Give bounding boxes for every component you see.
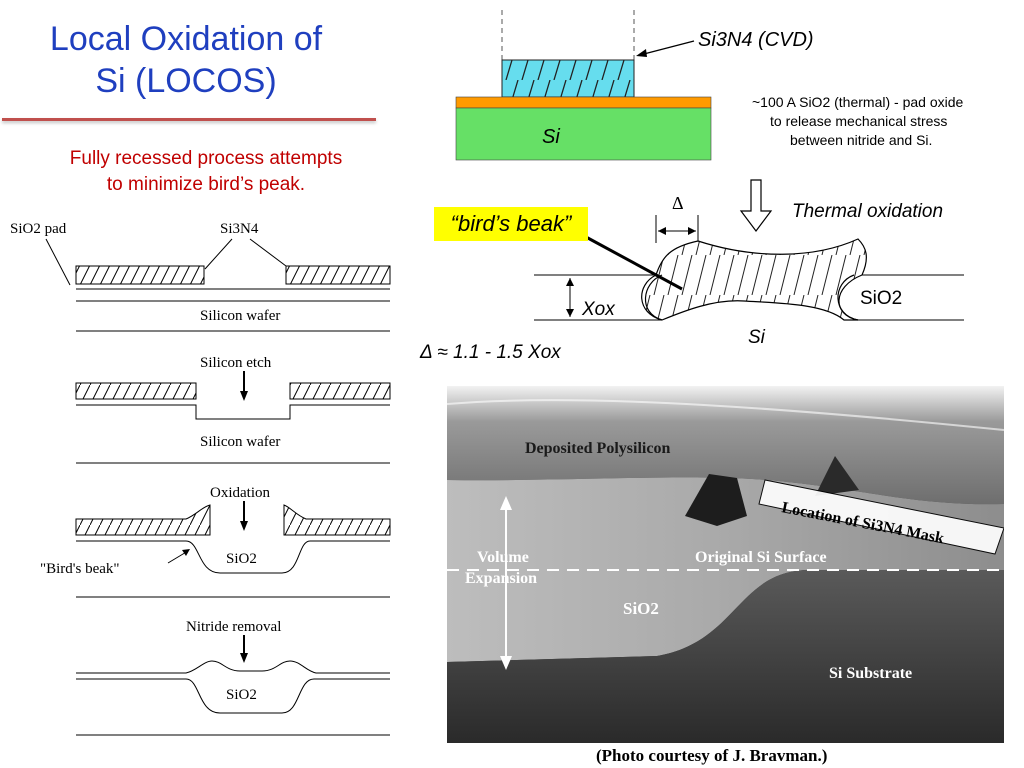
nitride-label: Si3N4 (CVD) xyxy=(698,29,814,51)
nitride-stack-diagram: Si Si3N4 (CVD) ~100 A SiO2 (thermal) - p… xyxy=(455,10,963,161)
pad-oxide-note-1: ~100 A SiO2 (thermal) - pad oxide xyxy=(752,94,963,110)
step2-wafer-label: Silicon wafer xyxy=(200,434,280,450)
nitride-layer xyxy=(501,59,635,98)
down-arrow-icon xyxy=(739,179,773,232)
step-nitride-removal-label: Nitride removal xyxy=(186,619,281,635)
sio2-label-a: SiO2 xyxy=(226,551,257,567)
birds-beak-callout: “bird’s beak” xyxy=(434,207,588,241)
subtitle-line-1: Fully recessed process attempts xyxy=(69,148,343,169)
tem-photo: Location of Si3N4 Mask Deposited Polysil… xyxy=(447,386,1004,743)
delta-formula: Δ ≈ 1.1 - 1.5 Xox xyxy=(419,342,562,363)
title-line-1: Local Oxidation of xyxy=(49,20,323,58)
pad-oxide-note-3: between nitride and Si. xyxy=(790,132,932,148)
volume-line-1: Volume xyxy=(477,549,529,566)
field-oxide-shape xyxy=(641,238,867,321)
photo-caption: (Photo courtesy of J. Bravman.) xyxy=(596,746,828,765)
title-divider xyxy=(2,118,376,121)
pad-oxide-layer xyxy=(455,96,712,109)
sio2-label: SiO2 xyxy=(860,288,902,309)
photo-sio2-label: SiO2 xyxy=(623,599,659,618)
pad-oxide-note-2: to release mechanical stress xyxy=(770,113,947,129)
substrate-label: Si Substrate xyxy=(829,665,912,682)
volume-line-2: Expansion xyxy=(465,570,537,587)
si-substrate-layer xyxy=(455,107,712,161)
slide-subtitle: Fully recessed process attempts to minim… xyxy=(20,146,392,198)
original-surface-label: Original Si Surface xyxy=(695,549,827,566)
sio2-label-b: SiO2 xyxy=(226,687,257,703)
si-substrate-label: Si xyxy=(748,327,766,348)
title-line-2: Si (LOCOS) xyxy=(95,62,277,100)
step-oxidation-label: Oxidation xyxy=(210,485,270,501)
birds-beak-diagram: Thermal oxidation Δ Xox SiO2 Si Δ ≈ 1.1 … xyxy=(419,179,964,363)
slide-title: Local Oxidation of Si (LOCOS) xyxy=(0,18,372,102)
subtitle-line-2: to minimize bird’s peak. xyxy=(106,174,306,195)
step1-wafer-label: Silicon wafer xyxy=(200,308,280,324)
locos-process-flow: SiO2 pad Si3N4 Silicon wafer Silicon etc… xyxy=(10,221,391,736)
beak-pointer xyxy=(585,235,683,291)
step-etch-label: Silicon etch xyxy=(200,355,272,371)
delta-label: Δ xyxy=(672,193,684,213)
deposited-poly-label: Deposited Polysilicon xyxy=(525,440,670,457)
xox-label: Xox xyxy=(581,299,616,320)
thermal-oxidation-label: Thermal oxidation xyxy=(792,201,943,222)
birds-beak-process-label: "Bird's beak" xyxy=(40,561,120,577)
sio2-pad-label: SiO2 pad xyxy=(10,221,67,237)
si-label: Si xyxy=(542,126,560,148)
si3n4-label: Si3N4 xyxy=(220,221,259,237)
